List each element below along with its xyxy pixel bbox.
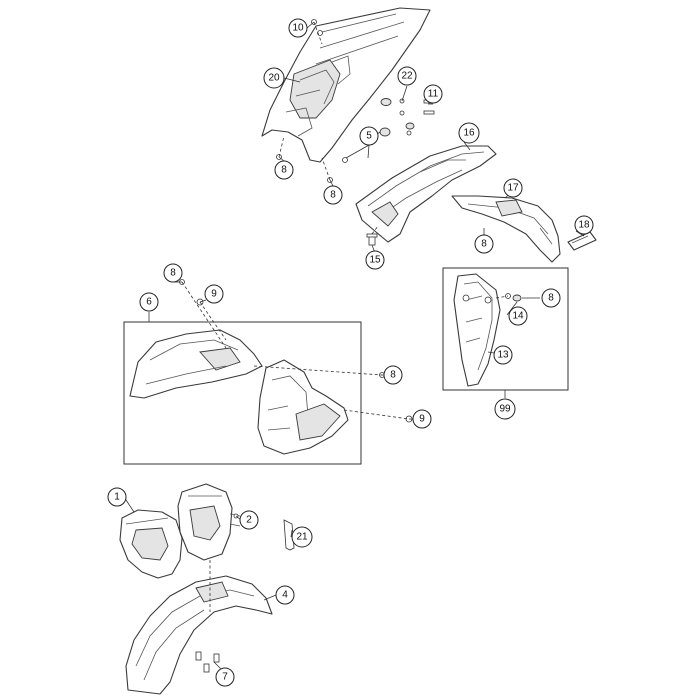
svg-text:8: 8 <box>330 190 336 201</box>
svg-text:13: 13 <box>497 350 509 361</box>
svg-text:17: 17 <box>507 183 519 194</box>
callout-8-airbox: 8 <box>541 288 561 308</box>
svg-text:18: 18 <box>578 220 590 231</box>
callout-1: 1 <box>107 487 127 507</box>
svg-text:5: 5 <box>366 131 372 142</box>
svg-text:9: 9 <box>211 289 217 300</box>
svg-text:1: 1 <box>114 492 120 503</box>
svg-text:21: 21 <box>296 532 308 543</box>
svg-text:14: 14 <box>512 311 524 322</box>
rear-side-panel <box>355 145 497 243</box>
screw-21 <box>283 519 295 551</box>
svg-text:8: 8 <box>390 370 396 381</box>
svg-text:16: 16 <box>463 128 475 139</box>
svg-text:7: 7 <box>222 672 228 683</box>
callout-7: 7 <box>215 667 235 687</box>
callout-15: 15 <box>365 250 385 270</box>
svg-text:10: 10 <box>292 23 304 34</box>
headlight-unit <box>177 483 241 561</box>
callout-99: 99 <box>494 398 516 420</box>
svg-text:22: 22 <box>401 71 413 82</box>
svg-text:20: 20 <box>268 73 280 84</box>
airbox-cover <box>453 273 501 387</box>
callout-8-rear-fender-left: 8 <box>274 160 294 180</box>
callout-6: 6 <box>139 292 159 312</box>
kit-frame-99 <box>442 267 569 391</box>
callout-8-side-cover-right: 8 <box>383 365 403 385</box>
license-plate-holder <box>451 195 561 263</box>
rear-fender <box>261 7 431 163</box>
svg-text:9: 9 <box>419 414 425 425</box>
callout-8-rear-fender-bottom: 8 <box>323 185 343 205</box>
bolt-15 <box>366 233 378 246</box>
callout-4: 4 <box>275 585 295 605</box>
left-side-cover <box>129 329 263 399</box>
callout-18: 18 <box>574 215 594 235</box>
callout-8-side-cover-top: 8 <box>163 263 183 283</box>
callout-2: 2 <box>239 510 259 530</box>
callout-9-side-cover-top: 9 <box>204 284 224 304</box>
callout-13: 13 <box>493 345 513 365</box>
callout-9-side-cover-right: 9 <box>412 409 432 429</box>
callout-8-plate-holder: 8 <box>474 234 494 254</box>
callout-21: 21 <box>291 526 313 548</box>
callout-20: 20 <box>263 67 285 89</box>
svg-text:2: 2 <box>246 515 252 526</box>
svg-text:8: 8 <box>548 293 554 304</box>
callout-14: 14 <box>508 306 528 326</box>
headlight-mask <box>119 509 183 579</box>
svg-text:15: 15 <box>369 255 381 266</box>
svg-text:99: 99 <box>499 404 511 415</box>
fender-bolts-7 <box>195 651 220 673</box>
callout-22: 22 <box>397 66 417 86</box>
svg-text:8: 8 <box>481 239 487 250</box>
front-fender <box>125 575 273 695</box>
kit-frame-6 <box>123 321 362 465</box>
airbox-fasteners <box>505 293 522 302</box>
svg-text:4: 4 <box>282 590 288 601</box>
callout-11: 11 <box>423 84 443 104</box>
callout-17: 17 <box>503 178 523 198</box>
dashed-assembly-lines <box>181 21 509 612</box>
svg-text:11: 11 <box>428 89 439 100</box>
svg-text:8: 8 <box>281 165 287 176</box>
right-side-cover <box>257 359 349 455</box>
svg-text:6: 6 <box>146 297 152 308</box>
callout-5: 5 <box>359 126 379 146</box>
svg-text:8: 8 <box>170 268 176 279</box>
callout-16: 16 <box>458 122 480 144</box>
rear-fender-fasteners <box>276 19 435 183</box>
callout-10: 10 <box>288 18 308 38</box>
